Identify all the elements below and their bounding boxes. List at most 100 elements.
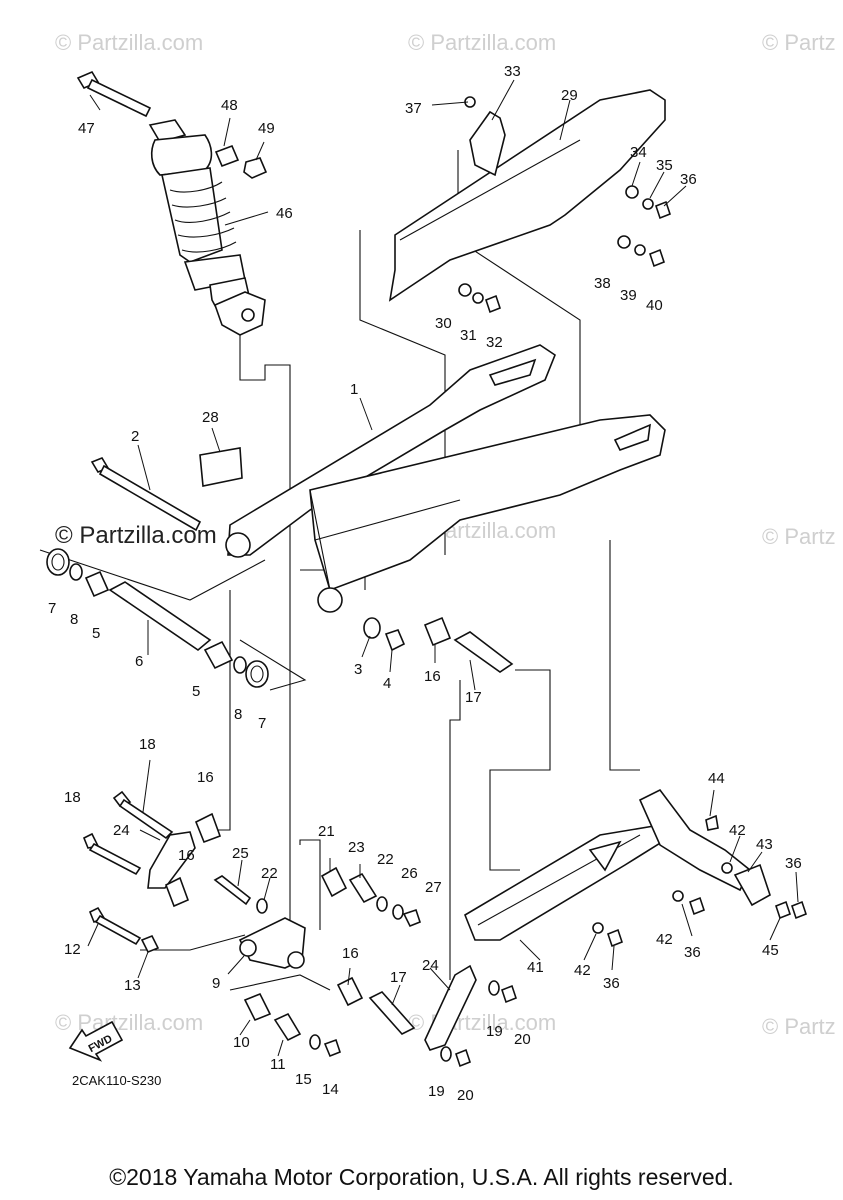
relay-arm — [238, 917, 306, 969]
washer — [309, 1034, 321, 1050]
shock-bolt — [76, 70, 152, 118]
dust-seal — [46, 548, 70, 576]
assembly-guide — [359, 230, 446, 555]
washer — [642, 198, 654, 210]
collar — [140, 934, 160, 954]
bearing — [164, 876, 190, 908]
relay-bolt — [82, 790, 174, 876]
watermark: © Partzilla.com — [55, 30, 204, 55]
callout-12: 12 — [64, 941, 81, 958]
bearing — [320, 866, 348, 898]
assembly-guide — [239, 335, 291, 940]
callout-8: 8 — [234, 706, 243, 723]
nut — [455, 1048, 471, 1068]
washer — [488, 980, 500, 996]
copyright-notice: ©2018 Yamaha Motor Corporation, U.S.A. A… — [109, 1164, 734, 1190]
callout-11: 11 — [270, 1056, 286, 1073]
bolt — [655, 200, 671, 220]
callout-21: 21 — [318, 823, 335, 840]
washer — [672, 890, 684, 902]
callout-36: 36 — [684, 944, 701, 961]
callout-32: 32 — [486, 334, 503, 351]
watermark: © Partz — [762, 30, 836, 55]
bearing — [336, 976, 364, 1007]
pivot-shaft — [90, 457, 202, 532]
watermark: © Partz — [762, 1014, 836, 1039]
nut — [384, 629, 406, 652]
washer — [472, 292, 484, 304]
callout-16: 16 — [424, 668, 441, 685]
swingarm — [225, 344, 666, 613]
assembly-guide — [229, 974, 331, 991]
callout-22: 22 — [261, 865, 278, 882]
assembly-guide — [239, 639, 307, 691]
callout-15: 15 — [295, 1071, 312, 1088]
callout-23: 23 — [348, 839, 365, 856]
callout-27: 27 — [425, 879, 442, 896]
callout-36: 36 — [603, 975, 620, 992]
callout-36: 36 — [680, 171, 697, 188]
callout-14: 14 — [322, 1081, 339, 1098]
washer — [363, 617, 381, 639]
washer — [376, 896, 388, 912]
collar — [273, 1012, 302, 1042]
assembly-guide — [609, 540, 640, 771]
bearing — [243, 992, 272, 1022]
assembly-guide — [39, 549, 266, 601]
callout-28: 28 — [202, 409, 219, 426]
callout-9: 9 — [212, 975, 221, 992]
callout-25: 25 — [232, 845, 249, 862]
rear-shock-absorber — [148, 119, 266, 336]
washer — [69, 563, 83, 581]
callout-33: 33 — [504, 63, 521, 80]
bearing — [423, 616, 452, 647]
fwd-arrow-icon — [68, 1020, 124, 1062]
callout-42: 42 — [656, 931, 673, 948]
callout-7: 7 — [258, 715, 267, 732]
bolt — [775, 900, 791, 920]
chain-cover — [388, 89, 666, 302]
watermark: © Partzilla.com — [55, 1010, 204, 1035]
bearing — [194, 812, 222, 844]
washer — [233, 656, 247, 674]
callout-3: 3 — [354, 661, 363, 678]
callout-5: 5 — [192, 683, 201, 700]
callout-2: 2 — [131, 428, 140, 445]
callout-10: 10 — [233, 1034, 250, 1051]
callout-42: 42 — [729, 822, 746, 839]
callout-44: 44 — [708, 770, 725, 787]
watermark: © Partzilla.com — [408, 30, 557, 55]
callout-17: 17 — [390, 969, 407, 986]
watermark: © Partz — [762, 524, 836, 549]
connecting-rod — [147, 831, 196, 889]
callout-49: 49 — [258, 120, 275, 137]
washer — [592, 922, 604, 934]
bearing — [84, 570, 110, 598]
washer — [634, 244, 646, 256]
collar — [214, 144, 240, 168]
callout-35: 35 — [656, 157, 673, 174]
callout-16: 16 — [178, 847, 195, 864]
cover-plate — [733, 863, 771, 907]
washer — [617, 235, 631, 249]
callout-5: 5 — [92, 625, 101, 642]
bolt — [607, 928, 623, 948]
callout-39: 39 — [620, 287, 637, 304]
bearing — [203, 640, 234, 670]
callout-18: 18 — [139, 736, 156, 753]
callout-43: 43 — [756, 836, 773, 853]
callout-40: 40 — [646, 297, 663, 314]
bracket — [469, 110, 506, 177]
bolt — [485, 294, 501, 314]
assembly-guide — [299, 839, 321, 930]
relay-bolt — [88, 906, 142, 946]
label-decal — [199, 447, 243, 487]
callout-41: 41 — [527, 959, 544, 976]
bolt — [213, 875, 252, 906]
washer — [392, 904, 404, 920]
callout-29: 29 — [561, 87, 578, 104]
bolt — [689, 896, 705, 916]
connecting-rod — [424, 964, 477, 1051]
assembly-guide — [140, 934, 246, 951]
nut — [243, 157, 268, 179]
